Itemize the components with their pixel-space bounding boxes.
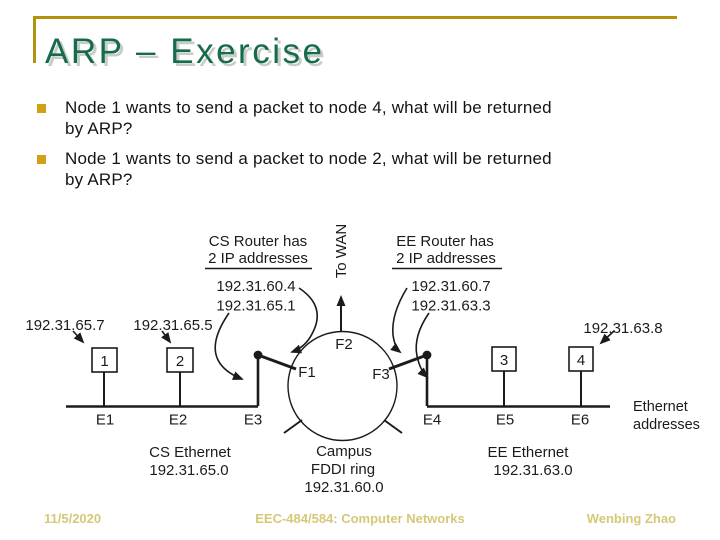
cs-router-heading-line2: 2 IP addresses bbox=[208, 250, 308, 267]
footer-author: Wenbing Zhao bbox=[586, 511, 676, 526]
footer-date: 11/5/2020 bbox=[44, 511, 102, 526]
cs-ethernet-name: CS Ethernet bbox=[149, 444, 232, 461]
diagram-lines bbox=[66, 267, 615, 442]
ethernet-addresses-note-line1: Ethernet bbox=[633, 399, 688, 415]
eth-port-e4: E4 bbox=[423, 412, 441, 429]
bullet-text: Node 1 wants to send a packet to node 4,… bbox=[65, 97, 552, 139]
cs-router-fddi-link bbox=[257, 353, 297, 371]
cs-fddi-ip-arrow bbox=[290, 287, 318, 354]
eth-port-e5: E5 bbox=[496, 412, 514, 429]
top-gold-rule bbox=[33, 16, 677, 19]
cs-router-junction-dot bbox=[253, 350, 263, 360]
node4-label: 4 bbox=[577, 352, 585, 369]
square-bullet-icon bbox=[37, 104, 46, 113]
cs-ethernet-address: 192.31.65.0 bbox=[149, 462, 228, 479]
node1-ip-label: 192.31.65.7 bbox=[25, 317, 104, 334]
node2-box bbox=[166, 347, 194, 373]
eth-port-e2: E2 bbox=[169, 412, 187, 429]
node1-ip-arrow bbox=[72, 330, 85, 344]
bullet-list: Node 1 wants to send a packet to node 4,… bbox=[37, 97, 682, 199]
node3-box bbox=[491, 346, 517, 372]
node4-ip-arrow bbox=[599, 330, 615, 345]
fddi-ring bbox=[287, 330, 398, 442]
eth-port-e6: E6 bbox=[571, 412, 589, 429]
ring-stub-right bbox=[383, 419, 403, 434]
cs-eth-ip-arrow bbox=[214, 312, 244, 380]
ee-router-ip-fddi: 192.31.60.7 bbox=[411, 278, 490, 295]
ee-eth-ip-arrow bbox=[415, 312, 430, 379]
fddi-port-f3: F3 bbox=[372, 366, 390, 383]
ee-ethernet-name: EE Ethernet bbox=[488, 444, 570, 461]
bullet-line: by ARP? bbox=[65, 119, 133, 138]
ee-router-heading-line1: EE Router has bbox=[396, 233, 494, 250]
left-gold-rule bbox=[33, 16, 36, 63]
bullet-line: Node 1 wants to send a packet to node 2,… bbox=[65, 149, 552, 168]
cs-router-ip-fddi: 192.31.60.4 bbox=[216, 278, 295, 295]
ee-router-heading-line2: 2 IP addresses bbox=[396, 250, 496, 267]
to-wan-label: To WAN bbox=[333, 224, 350, 278]
node2-ip-label: 192.31.65.5 bbox=[133, 317, 212, 334]
list-item: Node 1 wants to send a packet to node 4,… bbox=[37, 97, 682, 139]
node-boxes bbox=[91, 346, 594, 373]
ee-ethernet-address: 192.31.63.0 bbox=[493, 462, 572, 479]
bullet-text: Node 1 wants to send a packet to node 2,… bbox=[65, 148, 552, 190]
footer-course: EEC-484/584: Computer Networks bbox=[255, 511, 465, 526]
ring-stub-left bbox=[283, 419, 303, 434]
node4-box bbox=[568, 346, 594, 372]
ethernet-addresses-note-line2: addresses bbox=[633, 417, 700, 433]
node2-label: 2 bbox=[176, 353, 184, 370]
fddi-port-f2: F2 bbox=[335, 336, 353, 353]
node3-label: 3 bbox=[500, 352, 508, 369]
node4-ip-label: 192.31.63.8 bbox=[583, 320, 662, 337]
ee-router-ip-eth: 192.31.63.3 bbox=[411, 298, 490, 315]
page-title: ARP – Exercise bbox=[45, 32, 325, 71]
campus-fddi-ring: FDDI ring bbox=[311, 461, 375, 478]
node1-label: 1 bbox=[100, 353, 108, 370]
cs-router-heading-line1: CS Router has bbox=[209, 233, 307, 250]
cs-router-ip-eth: 192.31.65.1 bbox=[216, 298, 295, 315]
campus-fddi-address: 192.31.60.0 bbox=[304, 479, 383, 496]
ee-fddi-ip-arrow bbox=[390, 287, 408, 354]
bullet-line: Node 1 wants to send a packet to node 4,… bbox=[65, 98, 552, 117]
eth-port-e3: E3 bbox=[244, 412, 262, 429]
slide-footer: 11/5/2020 EEC-484/584: Computer Networks… bbox=[0, 511, 720, 531]
eth-port-e1: E1 bbox=[96, 412, 114, 429]
ee-router-junction-dot bbox=[422, 350, 432, 360]
list-item: Node 1 wants to send a packet to node 2,… bbox=[37, 148, 682, 190]
ee-router-fddi-link bbox=[388, 353, 428, 371]
campus-fddi-name: Campus bbox=[316, 443, 372, 460]
node2-ip-arrow bbox=[161, 330, 172, 344]
fddi-port-f1: F1 bbox=[298, 364, 316, 381]
node1-box bbox=[91, 347, 118, 373]
bullet-line: by ARP? bbox=[65, 170, 133, 189]
square-bullet-icon bbox=[37, 155, 46, 164]
